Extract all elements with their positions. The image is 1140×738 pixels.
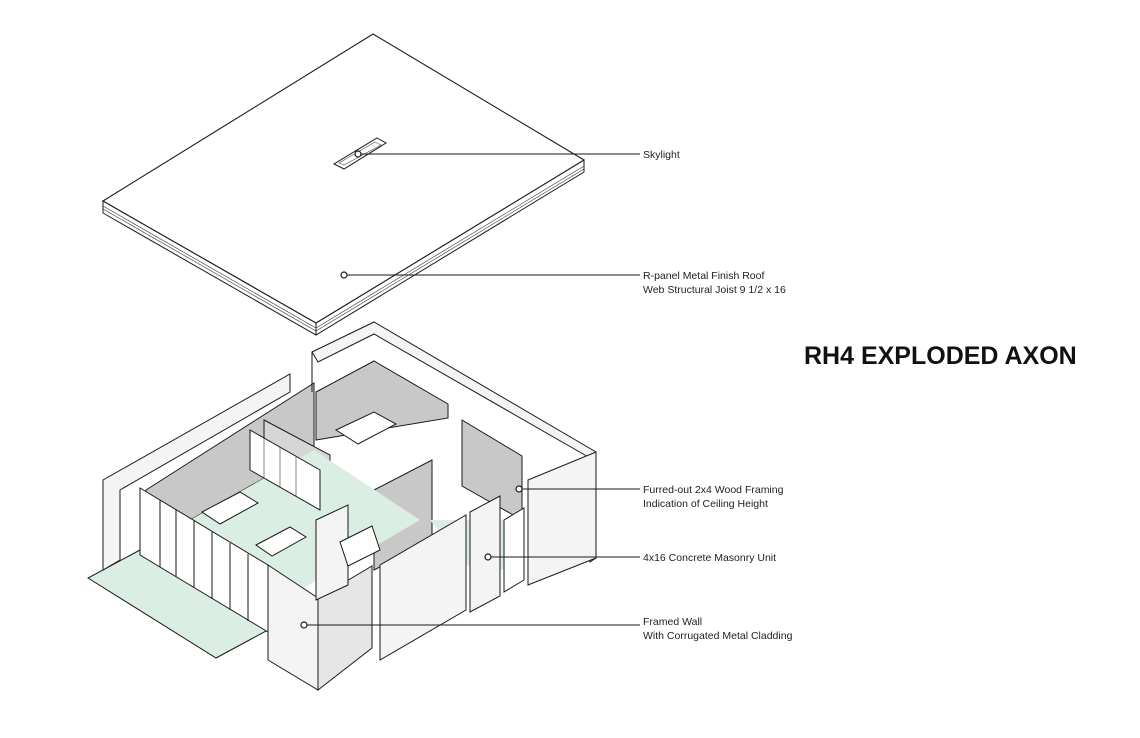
label-furring-line2: Indication of Ceiling Height	[643, 498, 768, 510]
house-base	[87, 321, 597, 692]
label-skylight: Skylight	[643, 149, 680, 161]
label-framed-wall-line1: Framed Wall	[643, 616, 702, 628]
callout-leaders	[300, 150, 640, 629]
roof-panel	[101, 33, 586, 336]
label-framed-wall-line2: With Corrugated Metal Cladding	[643, 630, 793, 642]
drawing-title: RH4 EXPLODED AXON	[804, 342, 1077, 370]
label-roof-line1: R-panel Metal Finish Roof	[643, 270, 764, 282]
callout-labels: Skylight R-panel Metal Finish Roof Web S…	[643, 149, 793, 642]
label-roof-line2: Web Structural Joist 9 1/2 x 16	[643, 284, 786, 296]
label-cmu: 4x16 Concrete Masonry Unit	[643, 552, 776, 564]
label-furring-line1: Furred-out 2x4 Wood Framing	[643, 484, 784, 496]
